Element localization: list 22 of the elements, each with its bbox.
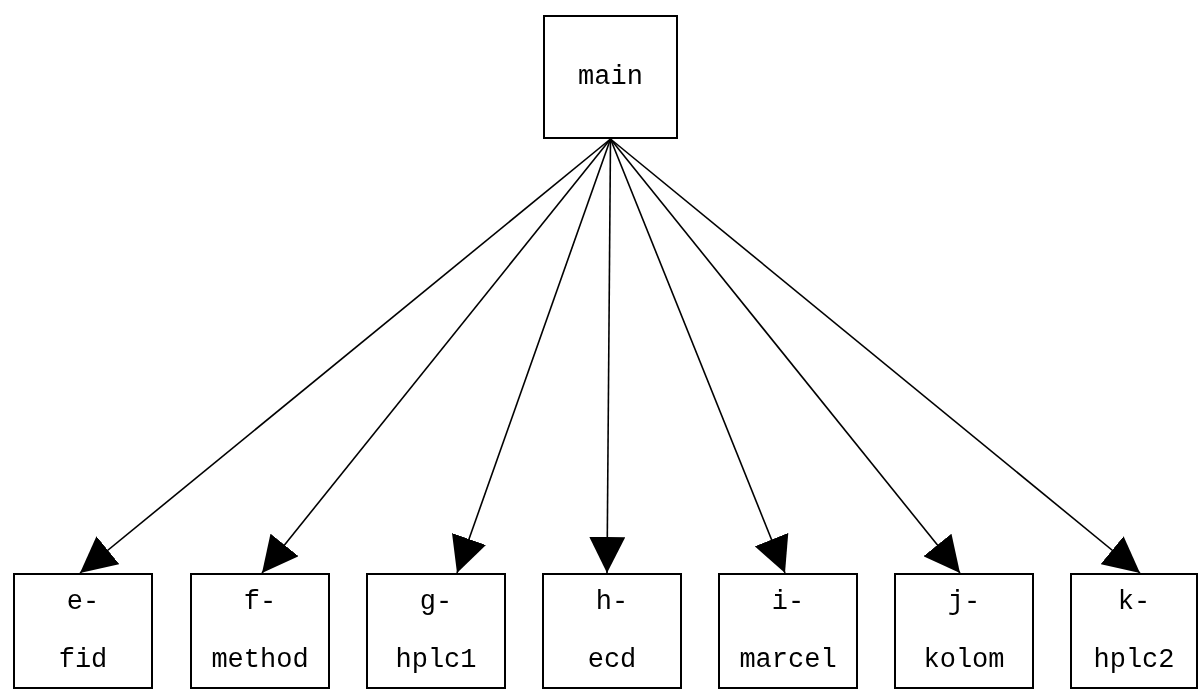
- arrow: [261, 138, 612, 574]
- process-box: [13, 573, 153, 689]
- process-box: [543, 15, 678, 139]
- process-box: [894, 573, 1034, 689]
- process-box: [1070, 573, 1198, 689]
- process-box: [366, 573, 506, 689]
- box-label: k- hplc2: [1093, 586, 1175, 677]
- box-label: h- ecd: [587, 586, 637, 677]
- box-label: j- kolom: [923, 586, 1005, 677]
- arrow: [589, 138, 626, 574]
- arrow: [609, 138, 961, 574]
- arrow: [609, 138, 789, 574]
- box-label: e- fid: [58, 586, 108, 677]
- box-label: i- marcel: [739, 586, 837, 677]
- process-box: [718, 573, 858, 689]
- arrow: [452, 138, 612, 574]
- process-box: [542, 573, 682, 689]
- box-label: main: [578, 61, 643, 94]
- box-label: f- method: [211, 586, 309, 677]
- box-label: g- hplc1: [395, 586, 477, 677]
- arrow: [609, 138, 1141, 574]
- process-box: [190, 573, 330, 689]
